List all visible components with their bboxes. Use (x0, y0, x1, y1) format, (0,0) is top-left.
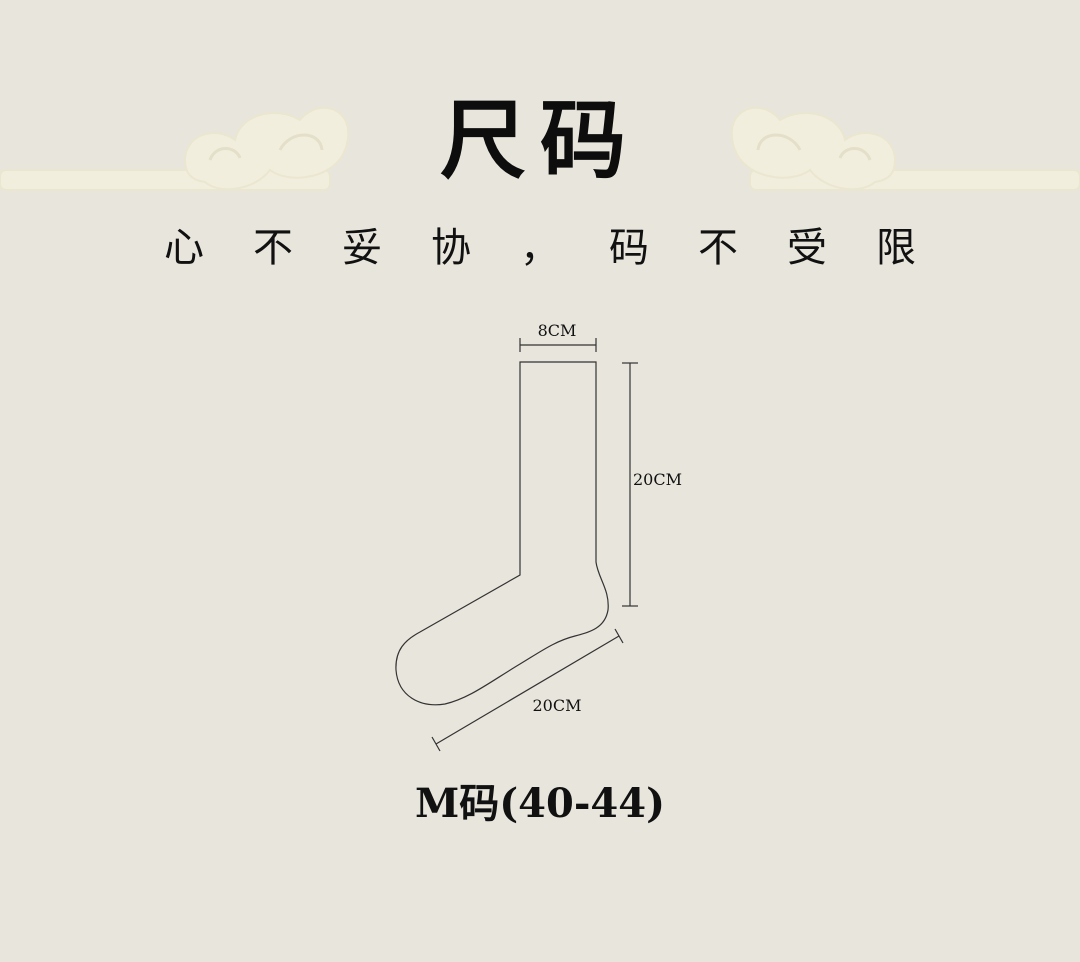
slogan-char: 码 (609, 225, 649, 271)
foot-label: 20CM (533, 696, 582, 715)
slogan-char: 不 (253, 225, 293, 271)
slogan-char: 限 (876, 225, 916, 271)
slogan-char: 妥 (342, 225, 382, 271)
width-dimension (519, 338, 597, 352)
slogan-char: 心 (164, 225, 204, 271)
slogan-char: 不 (698, 225, 738, 271)
width-label: 8CM (538, 321, 577, 340)
slogan: 心 不 妥 协 ， 码 不 受 限 (0, 228, 1080, 268)
sock-outline (395, 361, 609, 706)
slogan-char: 协 (431, 225, 471, 271)
sock-size-diagram: 8CM 20CM 20CM (395, 321, 682, 752)
foot-dimension (431, 628, 624, 752)
size-label: M码(40-44) (414, 780, 666, 827)
slogan-char: 受 (787, 225, 827, 271)
slogan-char: ， (520, 225, 560, 271)
height-dimension (622, 362, 638, 607)
cloud-ornament (0, 106, 1080, 191)
height-label: 20CM (633, 470, 682, 489)
page-title: 尺码 (440, 90, 640, 191)
